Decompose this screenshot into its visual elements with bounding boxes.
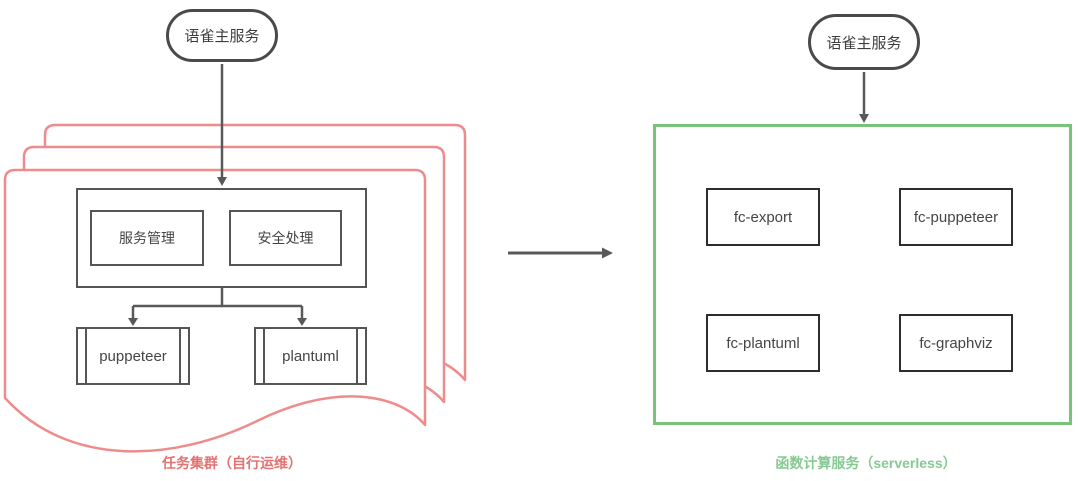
left-service-label: 语雀主服务 — [184, 28, 260, 45]
component-label: puppeteer — [99, 347, 167, 365]
connector-fork — [128, 288, 307, 326]
fc-export-box: fc-export — [706, 188, 820, 246]
arrow-left-service-down-icon — [217, 64, 227, 186]
fc-label: fc-plantuml — [726, 334, 800, 352]
fc-puppeteer-box: fc-puppeteer — [899, 188, 1013, 246]
component-sidebar-line — [85, 329, 87, 383]
fc-graphviz-box: fc-graphviz — [899, 314, 1013, 372]
left-service-node: 语雀主服务 — [166, 9, 278, 62]
right-service-node: 语雀主服务 — [808, 14, 920, 70]
component-plantuml: plantuml — [254, 327, 367, 385]
task-cluster-page-stack — [3, 123, 467, 453]
right-cluster-caption: 函数计算服务（serverless） — [775, 455, 957, 471]
arrow-right-service-down-icon — [859, 72, 869, 123]
fc-label: fc-graphviz — [919, 334, 993, 352]
serverless-container — [653, 124, 1072, 425]
module-service-management: 服务管理 — [90, 210, 204, 266]
component-sidebar-line — [356, 329, 358, 383]
fc-label: fc-export — [733, 208, 793, 226]
fc-label: fc-puppeteer — [913, 208, 999, 226]
module-security-processing: 安全处理 — [229, 210, 342, 266]
component-label: plantuml — [282, 347, 339, 365]
component-sidebar-line — [263, 329, 265, 383]
module-label: 安全处理 — [257, 230, 314, 246]
module-label: 服务管理 — [119, 230, 175, 246]
arrow-right-transition-icon — [508, 247, 613, 259]
right-service-label: 语雀主服务 — [826, 34, 902, 52]
component-sidebar-line — [179, 329, 181, 383]
fc-plantuml-box: fc-plantuml — [706, 314, 820, 372]
left-cluster-caption: 任务集群（自行运维） — [162, 455, 302, 471]
component-puppeteer: puppeteer — [76, 327, 190, 385]
